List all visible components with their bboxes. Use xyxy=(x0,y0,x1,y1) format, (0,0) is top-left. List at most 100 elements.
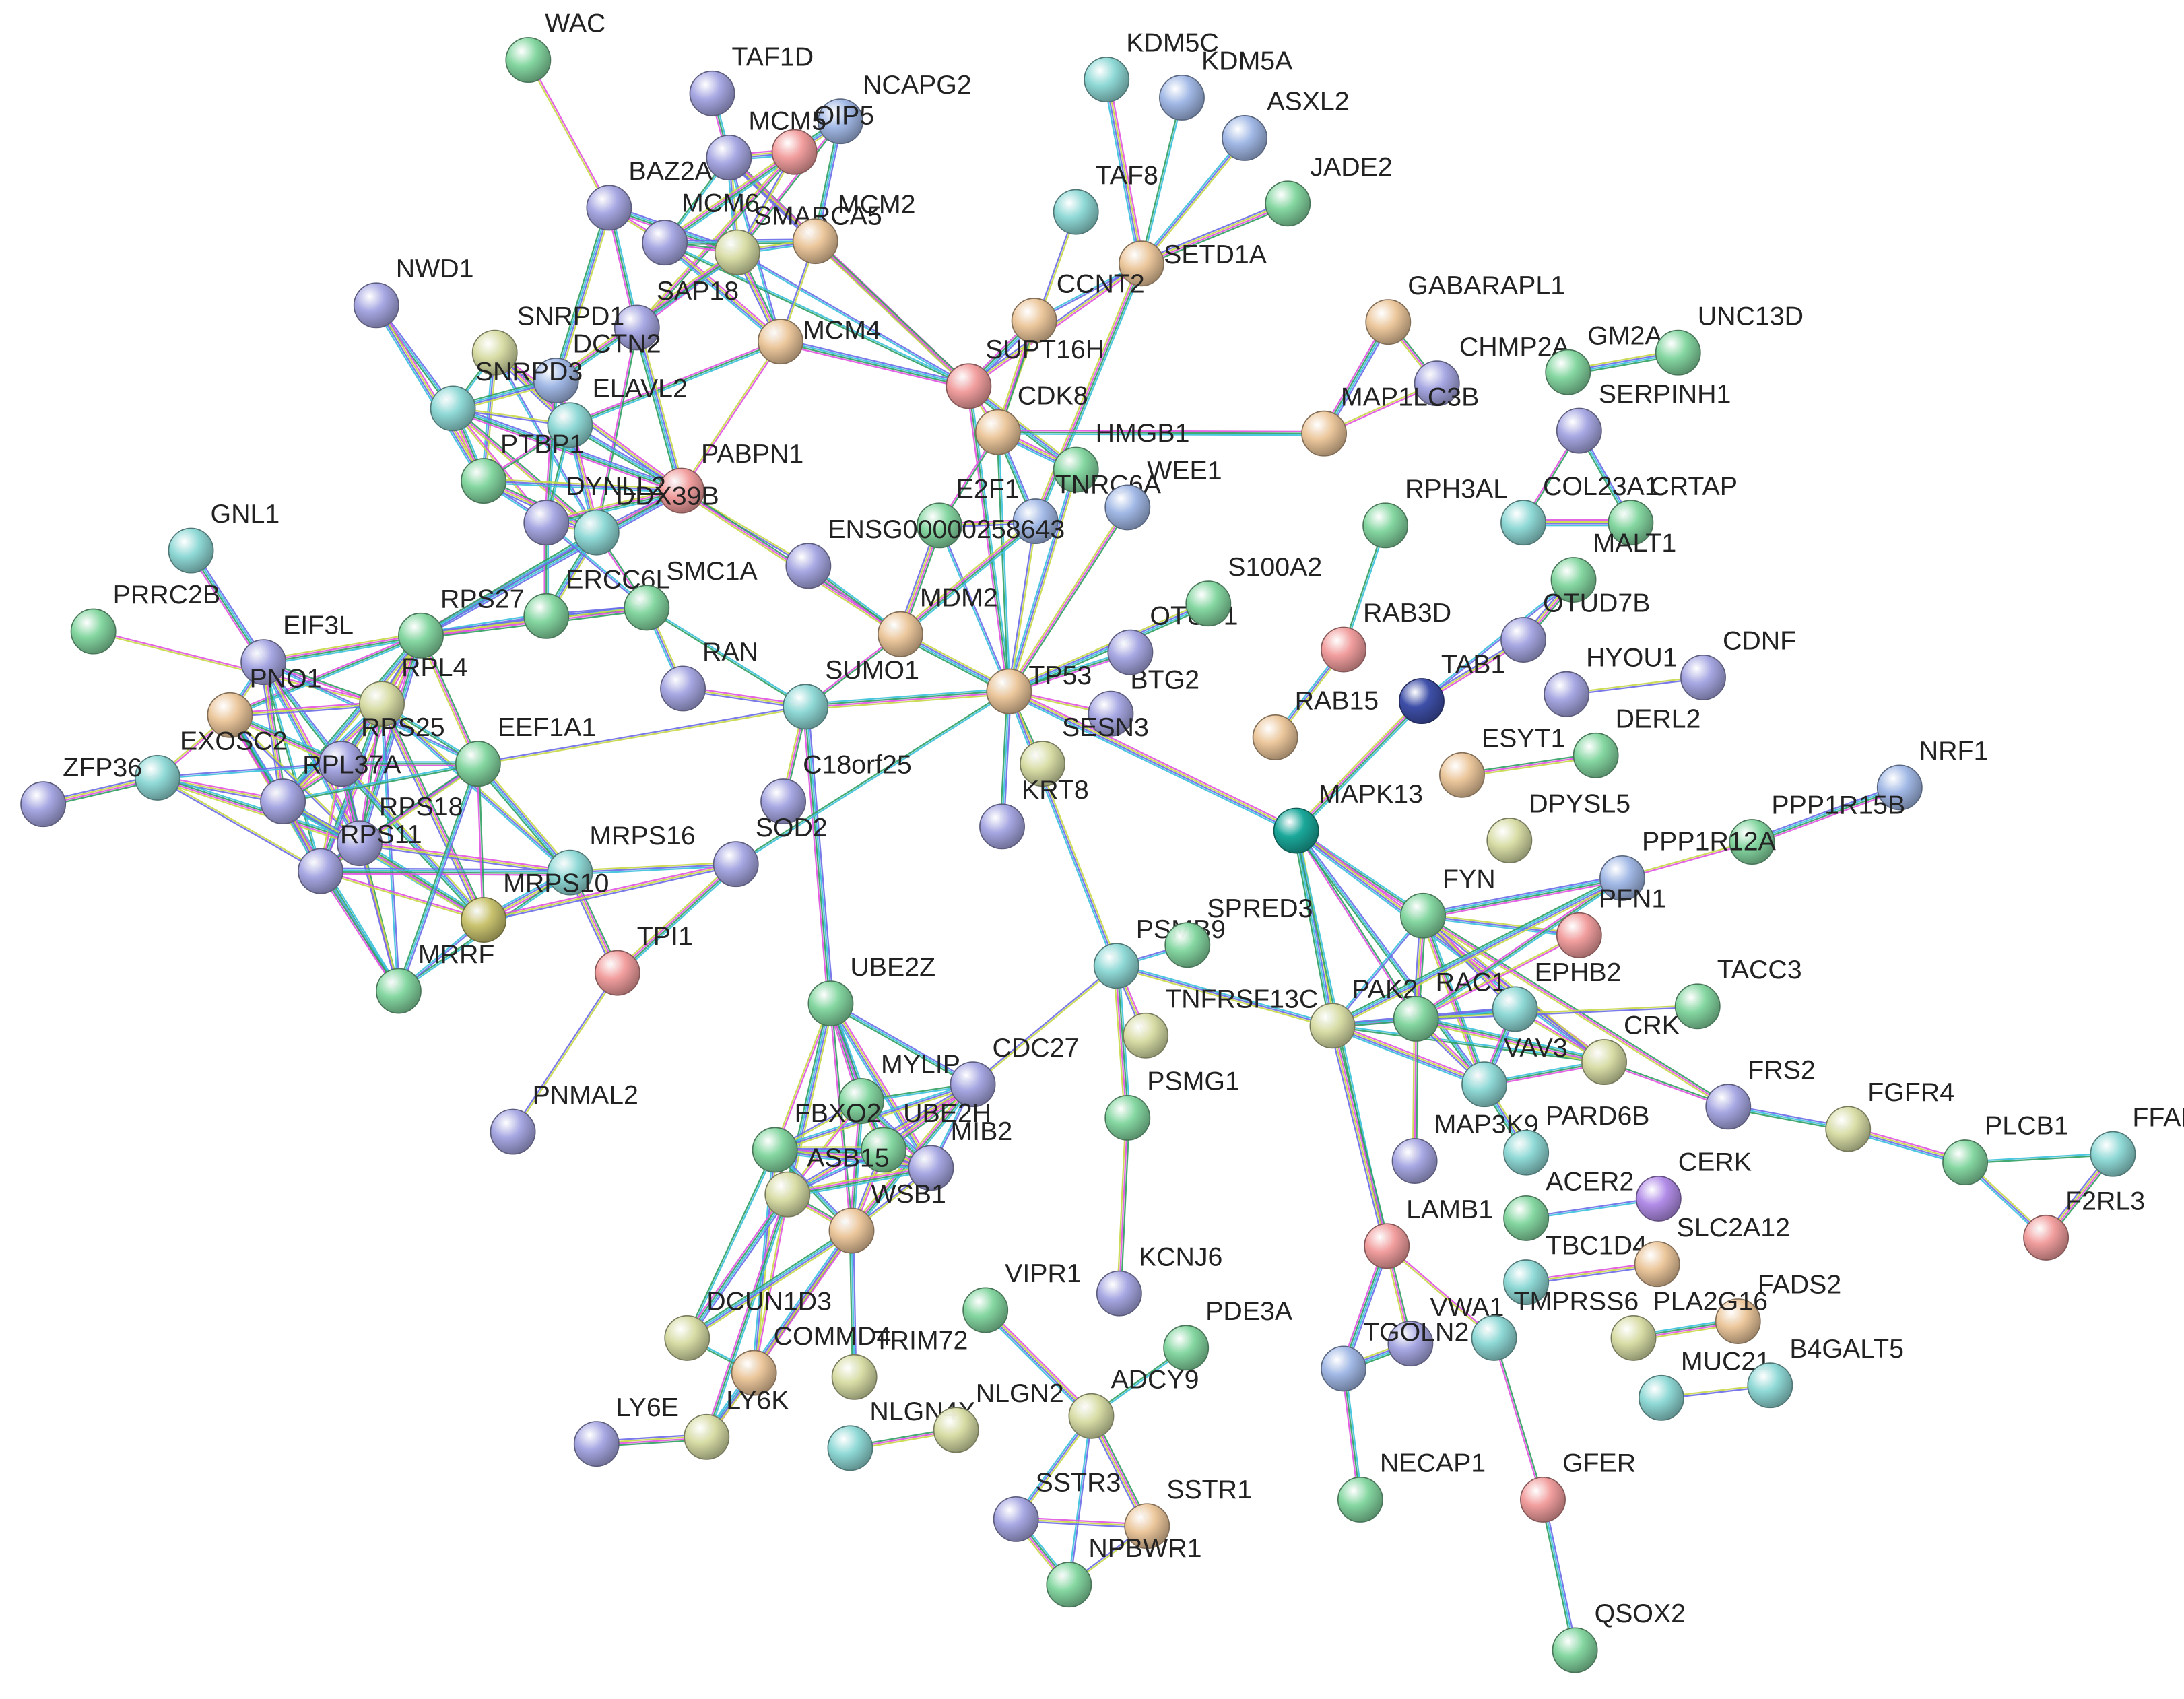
node-ball[interactable] xyxy=(1556,912,1602,958)
node-ball[interactable] xyxy=(1552,1627,1598,1673)
node-ball[interactable] xyxy=(207,692,253,738)
node-ball[interactable] xyxy=(260,778,306,825)
node-necap1[interactable]: NECAP1 xyxy=(1337,1448,1486,1523)
node-ball[interactable] xyxy=(1119,240,1164,287)
node-ball[interactable] xyxy=(1362,502,1409,549)
node-ball[interactable] xyxy=(1550,557,1597,603)
node-ball[interactable] xyxy=(684,1413,730,1460)
node-ball[interactable] xyxy=(134,754,180,801)
node-nrf1[interactable]: NRF1 xyxy=(1876,736,1989,811)
node-nwd1[interactable]: NWD1 xyxy=(353,254,474,329)
node-tp53[interactable]: TP53 xyxy=(986,661,1092,714)
node-mdm2[interactable]: MDM2 xyxy=(877,582,998,657)
node-esyt1[interactable]: ESYT1 xyxy=(1439,723,1566,798)
node-ball[interactable] xyxy=(1655,329,1701,376)
node-ball[interactable] xyxy=(760,778,807,825)
node-ball[interactable] xyxy=(1012,498,1059,545)
node-ball[interactable] xyxy=(1634,1241,1680,1288)
node-ball[interactable] xyxy=(986,668,1032,714)
node-ball[interactable] xyxy=(1088,690,1134,737)
node-ball[interactable] xyxy=(624,585,670,631)
node-pno1[interactable]: PNO1 xyxy=(207,663,322,738)
node-ball[interactable] xyxy=(785,543,832,589)
node-ball[interactable] xyxy=(993,1496,1039,1542)
node-pak2[interactable]: PAK2 xyxy=(1309,974,1418,1049)
node-ball[interactable] xyxy=(1387,1321,1434,1367)
node-setd1a[interactable]: SETD1A xyxy=(1119,240,1267,287)
node-pde3a[interactable]: PDE3A xyxy=(1163,1296,1293,1371)
node-ball[interactable] xyxy=(1123,1012,1169,1059)
node-kdm5a[interactable]: KDM5A xyxy=(1159,46,1293,121)
node-ncapg2[interactable]: NCAPG2 xyxy=(818,70,972,145)
node-kcnj6[interactable]: KCNJ6 xyxy=(1096,1242,1223,1317)
node-serpinh1[interactable]: SERPINH1 xyxy=(1556,379,1731,454)
node-ptbp1[interactable]: PTBP1 xyxy=(461,430,585,504)
node-ball[interactable] xyxy=(319,741,364,787)
node-ball[interactable] xyxy=(714,229,760,275)
node-ball[interactable] xyxy=(398,612,444,659)
node-ball[interactable] xyxy=(764,1171,811,1218)
node-s100a2[interactable]: S100A2 xyxy=(1185,552,1322,627)
node-mcm2[interactable]: MCM2 xyxy=(792,190,916,265)
node-ball[interactable] xyxy=(1164,922,1211,968)
node-ball[interactable] xyxy=(807,980,854,1027)
node-ball[interactable] xyxy=(1674,983,1721,1030)
node-ball[interactable] xyxy=(337,820,383,867)
node-ball[interactable] xyxy=(1020,741,1065,787)
node-otud7b[interactable]: OTUD7B xyxy=(1500,589,1651,663)
node-muc21[interactable]: MUC21 xyxy=(1638,1346,1771,1421)
node-fyn[interactable]: FYN xyxy=(1400,864,1496,939)
node-mrps10[interactable]: MRPS10 xyxy=(461,869,609,943)
node-baz2a[interactable]: BAZ2A xyxy=(586,156,713,231)
node-prrc2b[interactable]: PRRC2B xyxy=(70,580,221,655)
node-ball[interactable] xyxy=(1581,1039,1628,1086)
node-ball[interactable] xyxy=(1545,349,1591,395)
node-asb15[interactable]: ASB15 xyxy=(764,1143,890,1218)
node-cdc27[interactable]: CDC27 xyxy=(950,1033,1079,1108)
node-spred3[interactable]: SPRED3 xyxy=(1164,894,1313,968)
node-ball[interactable] xyxy=(1011,298,1057,344)
node-fads2[interactable]: FADS2 xyxy=(1715,1270,1842,1344)
node-taf8[interactable]: TAF8 xyxy=(1053,160,1158,235)
node-rps27[interactable]: RPS27 xyxy=(398,584,525,659)
node-ball[interactable] xyxy=(752,1127,798,1173)
node-dpysl5[interactable]: DPYSL5 xyxy=(1486,789,1630,863)
node-tbc1d4[interactable]: TBC1D4 xyxy=(1503,1231,1647,1306)
node-ball[interactable] xyxy=(375,968,422,1014)
node-vipr1[interactable]: VIPR1 xyxy=(962,1259,1082,1333)
node-ball[interactable] xyxy=(659,467,704,514)
node-rab3d[interactable]: RAB3D xyxy=(1321,598,1451,673)
node-ppp1r12a[interactable]: PPP1R12A xyxy=(1599,827,1777,901)
node-rab15[interactable]: RAB15 xyxy=(1252,686,1379,760)
node-ball[interactable] xyxy=(70,608,117,655)
node-ball[interactable] xyxy=(1747,1362,1793,1409)
node-ball[interactable] xyxy=(1364,1223,1410,1269)
node-sesn3[interactable]: SESN3 xyxy=(1020,712,1149,787)
node-tacc3[interactable]: TACC3 xyxy=(1674,955,1802,1030)
node-vav3[interactable]: VAV3 xyxy=(1461,1033,1568,1108)
node-ball[interactable] xyxy=(1461,1061,1508,1108)
node-asxl2[interactable]: ASXL2 xyxy=(1222,87,1350,161)
node-commd4[interactable]: COMMD4 xyxy=(731,1321,892,1396)
node-ball[interactable] xyxy=(523,593,570,639)
node-ball[interactable] xyxy=(1599,855,1645,901)
node-gm2a[interactable]: GM2A xyxy=(1545,321,1663,395)
node-dynll2[interactable]: DYNLL2 xyxy=(523,471,666,546)
node-tab1[interactable]: TAB1 xyxy=(1399,650,1505,725)
node-ball[interactable] xyxy=(1321,626,1366,673)
node-ercc6l[interactable]: ERCC6L xyxy=(523,564,670,639)
node-tpi1[interactable]: TPI1 xyxy=(594,921,693,996)
node-ball[interactable] xyxy=(461,458,507,504)
node-ran[interactable]: RAN xyxy=(660,637,758,712)
node-ball[interactable] xyxy=(20,781,67,828)
node-mylip[interactable]: MYLIP xyxy=(838,1050,960,1124)
node-ball[interactable] xyxy=(979,803,1025,850)
node-mcm4[interactable]: MCM4 xyxy=(758,315,881,365)
node-wee1[interactable]: WEE1 xyxy=(1104,456,1222,531)
node-ball[interactable] xyxy=(1093,943,1139,989)
node-ball[interactable] xyxy=(1068,1393,1115,1439)
node-rps18[interactable]: RPS18 xyxy=(337,792,463,867)
node-ball[interactable] xyxy=(523,500,570,546)
node-ball[interactable] xyxy=(933,1407,979,1453)
node-ball[interactable] xyxy=(962,1287,1009,1333)
